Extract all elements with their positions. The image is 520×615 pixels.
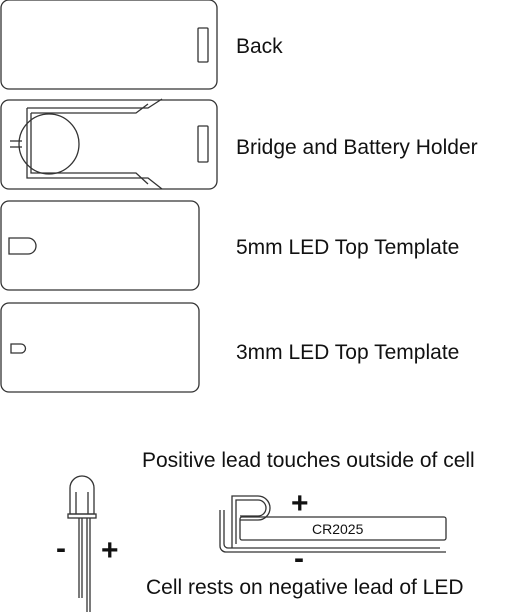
back-label: Back	[236, 35, 283, 58]
led5-card	[0, 200, 200, 291]
bridge-label: Bridge and Battery Holder	[236, 136, 478, 159]
bottom-caption: Cell rests on negative lead of LED	[146, 576, 464, 599]
back-slot	[197, 27, 209, 63]
positive-lead-inner	[235, 499, 267, 544]
bridge-outline-top	[27, 98, 163, 109]
negative-lead-outer	[219, 510, 446, 553]
positive-lead-outer	[231, 495, 271, 548]
cell-minus-sign: -	[294, 542, 304, 575]
led-minus-sign: -	[56, 532, 66, 565]
bridge-card	[0, 98, 218, 190]
bridge-inner-bottom	[30, 113, 149, 185]
led-rim	[67, 513, 97, 519]
led3-label: 3mm LED Top Template	[236, 341, 460, 364]
led-illustration	[67, 475, 97, 612]
led-plus-sign: +	[101, 534, 119, 567]
battery-circle	[18, 113, 80, 175]
cell-label: CR2025	[312, 521, 364, 537]
led-bulb	[69, 475, 95, 515]
led3-card	[0, 302, 200, 393]
back-card	[0, 0, 218, 90]
led5-label: 5mm LED Top Template	[236, 236, 460, 259]
cell-illustration	[219, 495, 447, 553]
led5-hole	[8, 237, 37, 255]
top-caption: Positive lead touches outside of cell	[142, 449, 475, 472]
bridge-inner-top	[31, 103, 149, 114]
cell-plus-sign: +	[291, 487, 309, 520]
led3-hole	[10, 343, 27, 354]
cr2025-cell	[239, 516, 447, 541]
bridge-outline-bottom	[26, 108, 163, 190]
negative-lead-inner	[223, 510, 440, 549]
bridge-slot	[197, 125, 209, 163]
